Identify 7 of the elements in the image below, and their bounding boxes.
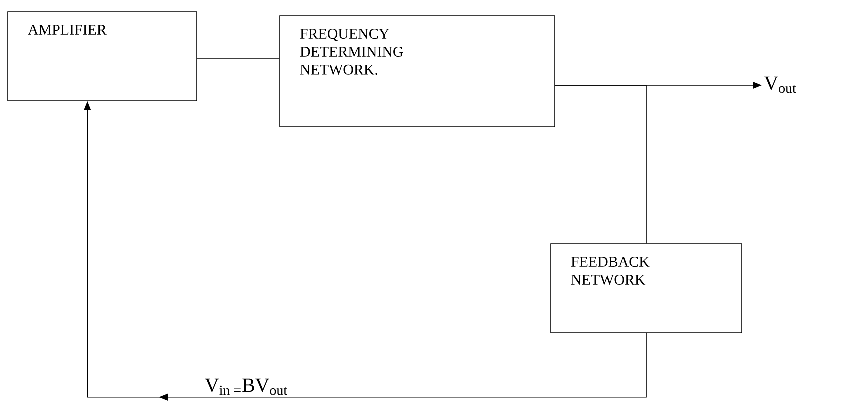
edge-label: V$_{in =}$BV$_{out}$ xyxy=(202,376,290,398)
connector-line xyxy=(555,85,647,244)
block-box: AMPLIFIER xyxy=(8,12,198,102)
signal-label: V$_{out}$ xyxy=(764,76,796,94)
block-box: FEEDBACK NETWORK xyxy=(550,244,742,334)
connector-line xyxy=(197,58,280,59)
block-box: FREQUENCY DETERMINING NETWORK. xyxy=(280,16,556,128)
